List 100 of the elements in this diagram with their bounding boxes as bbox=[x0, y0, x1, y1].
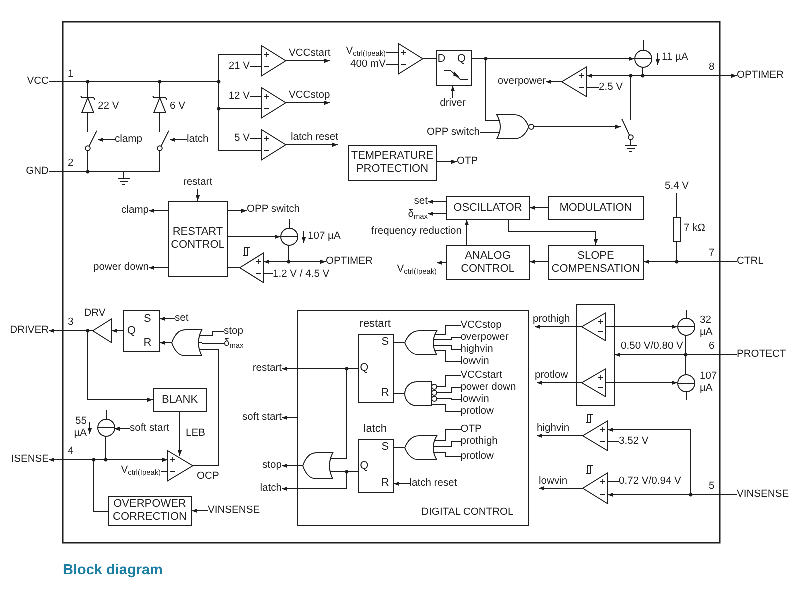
wire bbox=[48, 172, 124, 174]
function-block: BLANK bbox=[153, 388, 207, 412]
nor-gate-symbol bbox=[497, 115, 534, 139]
diagram-title: Block diagram bbox=[63, 562, 163, 580]
arrow bbox=[436, 160, 458, 164]
arrow bbox=[196, 188, 200, 202]
signal-label: restart bbox=[183, 177, 213, 189]
signal-label: power down bbox=[460, 382, 516, 394]
current-source-symbol bbox=[678, 374, 694, 400]
wire bbox=[250, 138, 262, 140]
signal-label: stop bbox=[262, 460, 282, 472]
wire bbox=[436, 338, 462, 340]
zener-diode-symbol bbox=[81, 96, 95, 113]
wire bbox=[436, 388, 462, 394]
arrow bbox=[282, 472, 358, 492]
pin-number: 3 bbox=[68, 317, 74, 329]
flip-flop-box bbox=[436, 50, 472, 86]
signal-label: OTP bbox=[460, 424, 482, 436]
signal-label: driver bbox=[440, 98, 466, 110]
or-gate-symbol bbox=[172, 330, 202, 356]
pin-number: 5 bbox=[709, 481, 715, 493]
current-source-symbol bbox=[280, 219, 298, 246]
flip-flop-title: latch bbox=[364, 423, 387, 436]
signal-label: soft start bbox=[130, 423, 170, 435]
pin-label: ISENSE bbox=[11, 454, 49, 466]
wire bbox=[630, 76, 738, 118]
block-title: DIGITAL CONTROL bbox=[422, 506, 514, 519]
signal-label: 21 V bbox=[228, 61, 250, 73]
signal-label: lowvin bbox=[539, 476, 568, 488]
or-gate-symbol bbox=[404, 330, 437, 355]
value-label: 7 kΩ bbox=[684, 223, 706, 235]
component-label: OCP bbox=[197, 471, 220, 483]
function-block: TEMPERATURE PROTECTION bbox=[348, 145, 437, 181]
port-label: Q bbox=[360, 362, 369, 374]
wire bbox=[436, 346, 462, 350]
wire bbox=[48, 460, 108, 512]
arrow bbox=[178, 412, 182, 456]
arrow bbox=[160, 340, 172, 346]
arrow bbox=[286, 100, 330, 106]
arrow bbox=[148, 266, 168, 270]
wire bbox=[436, 326, 462, 336]
pin-label: PROTECT bbox=[737, 349, 786, 361]
arrow bbox=[228, 234, 281, 240]
signal-label: overpower bbox=[498, 76, 546, 88]
value-label: 55 µA bbox=[73, 416, 87, 440]
port-label: S bbox=[382, 336, 390, 348]
wire bbox=[644, 242, 678, 262]
wire bbox=[250, 96, 262, 98]
signal-label: latch bbox=[187, 134, 209, 146]
arrow bbox=[606, 324, 678, 330]
comparator-symbol bbox=[562, 67, 587, 97]
or-gate-symbol bbox=[302, 452, 333, 479]
signal-label: clamp bbox=[122, 205, 149, 217]
arrow bbox=[530, 206, 548, 210]
signal-label: protlow bbox=[460, 406, 494, 418]
value-label: 22 V bbox=[98, 101, 120, 113]
signal-label: overpower bbox=[460, 332, 509, 344]
port-label: Q bbox=[457, 52, 466, 65]
pin-label: OPTIMER bbox=[737, 70, 784, 82]
port-label: Q bbox=[127, 324, 136, 337]
function-block: RESTART CONTROL bbox=[168, 201, 228, 277]
comparator-symbol bbox=[582, 368, 606, 397]
arrow bbox=[538, 486, 584, 491]
wire bbox=[436, 430, 462, 442]
signal-label: lowvin bbox=[460, 394, 490, 406]
signal-label: δ$_{max}$ bbox=[224, 338, 244, 350]
signal-label: set bbox=[175, 313, 189, 325]
arrow bbox=[530, 260, 548, 264]
value-label: 107 µA bbox=[308, 231, 341, 243]
wire bbox=[676, 192, 678, 218]
arrow bbox=[98, 138, 116, 142]
comparator-symbol bbox=[399, 44, 423, 74]
arrow bbox=[436, 260, 446, 266]
wire bbox=[422, 58, 436, 60]
zener-diode-symbol bbox=[153, 96, 167, 113]
wire bbox=[436, 442, 462, 448]
comparator-symbol bbox=[262, 130, 286, 160]
function-block: OSCILLATOR bbox=[446, 196, 530, 220]
ground-symbol bbox=[625, 140, 637, 152]
control-block-frame bbox=[297, 310, 529, 526]
pin-number: 8 bbox=[709, 62, 715, 74]
comparator-symbol bbox=[583, 473, 608, 504]
comparator-symbol bbox=[168, 451, 193, 481]
signal-label: highvin bbox=[460, 344, 494, 356]
arrow bbox=[428, 212, 446, 216]
function-block: ANALOG CONTROL bbox=[446, 245, 530, 280]
arrow bbox=[286, 58, 330, 64]
arrow bbox=[394, 482, 410, 486]
function-block: MODULATION bbox=[548, 196, 644, 220]
signal-label: OTP bbox=[457, 156, 478, 168]
signal-label: OPTIMER bbox=[326, 256, 373, 268]
switch-symbol bbox=[85, 129, 98, 151]
signal-label: power down bbox=[93, 262, 149, 274]
signal-label: 2.5 V bbox=[599, 82, 624, 94]
signal-label: latch reset bbox=[291, 132, 339, 144]
buffer-symbol bbox=[93, 319, 112, 343]
function-block: SLOPE COMPENSATION bbox=[548, 245, 644, 280]
signal-label: V$_{ctrl(Ipeak)}$ bbox=[397, 264, 437, 276]
port-label: R bbox=[381, 477, 390, 490]
wire bbox=[394, 342, 406, 344]
